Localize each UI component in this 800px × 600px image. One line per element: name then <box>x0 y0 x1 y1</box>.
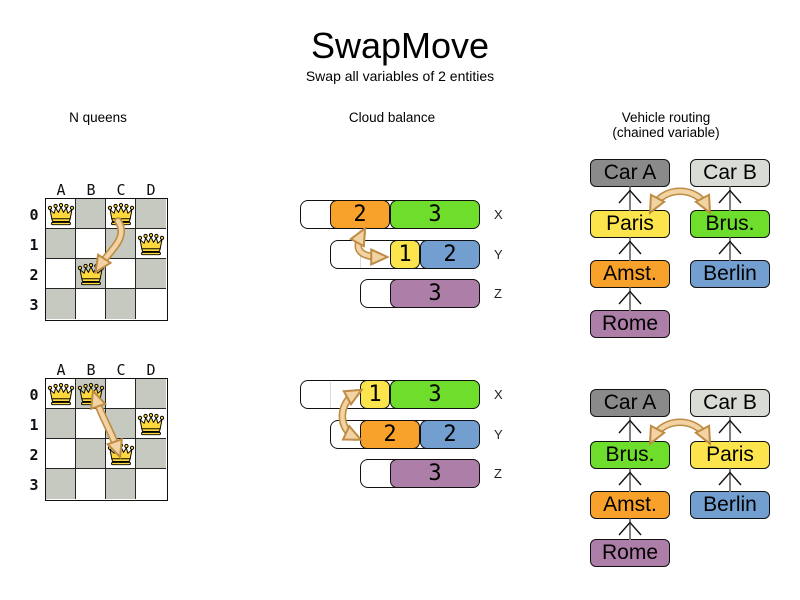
queen <box>77 380 105 408</box>
cloud-computer-label: Z <box>494 286 502 301</box>
cloud-computer-label: Y <box>494 247 503 262</box>
queen <box>47 380 75 408</box>
board-row-label: 2 <box>29 445 39 464</box>
board-cell <box>105 288 136 319</box>
vehicle-box-carb: Car B <box>690 389 770 417</box>
cloud-capacity-divider <box>360 241 361 268</box>
vehicle-box-paris: Paris <box>590 210 670 238</box>
page-title: SwapMove <box>310 25 490 66</box>
cloud-computer-label: Y <box>494 427 503 442</box>
board-cell <box>75 288 106 319</box>
board-row-label: 3 <box>29 295 39 314</box>
board-cell <box>45 228 76 259</box>
vehicle-box-amst: Amst. <box>590 260 670 288</box>
board-col-label: D <box>146 181 156 199</box>
board-cell <box>75 438 106 469</box>
cloud-computer-label: X <box>494 207 503 222</box>
queen <box>47 200 75 228</box>
board-row-label: 2 <box>29 265 39 284</box>
vehicle-box-brus: Brus. <box>590 441 670 469</box>
queen-icon <box>137 232 164 255</box>
board-col-label: A <box>56 361 66 379</box>
board-row-label: 0 <box>29 385 39 404</box>
board-cell <box>75 468 106 499</box>
board-col-label: B <box>86 361 96 379</box>
column-header-nqueens: N queens <box>69 110 127 125</box>
board-cell <box>75 408 106 439</box>
board-col-label: B <box>86 181 96 199</box>
vehicle-box-berlin: Berlin <box>690 491 770 519</box>
column-header-vehicle-line2: (chained variable) <box>612 125 720 140</box>
cloud-computer-label: Z <box>494 466 502 481</box>
cloud-process-block: 3 <box>390 279 480 308</box>
vehicle-box-cara: Car A <box>590 389 670 417</box>
queen <box>107 200 135 228</box>
queen-icon <box>77 382 104 405</box>
queen <box>137 230 165 258</box>
queen-icon <box>107 442 134 465</box>
queen-icon <box>47 202 74 225</box>
board-cell <box>45 288 76 319</box>
queen-icon <box>47 382 74 405</box>
vehicle-box-rome: Rome <box>590 310 670 338</box>
queen-icon <box>107 202 134 225</box>
board-cell <box>45 438 76 469</box>
board-cell <box>45 408 76 439</box>
cloud-process-block: 3 <box>390 459 480 488</box>
nqueens-board-after <box>44 377 168 501</box>
vehicle-box-rome: Rome <box>590 539 670 567</box>
vehicle-box-paris: Paris <box>690 441 770 469</box>
board-cell <box>135 288 166 319</box>
cloud-process-block: 3 <box>390 200 480 229</box>
vehicle-box-berlin: Berlin <box>690 260 770 288</box>
board-row-label: 0 <box>29 205 39 224</box>
cloud-computer-label: X <box>494 387 503 402</box>
board-col-label: A <box>56 181 66 199</box>
board-cell <box>45 468 76 499</box>
cloud-process-block: 2 <box>330 200 390 229</box>
column-header-vehicle-line1: Vehicle routing <box>621 110 711 125</box>
nqueens-board-before <box>44 197 168 321</box>
queen-icon <box>77 262 104 285</box>
board-row-label: 1 <box>29 415 39 434</box>
queen <box>77 260 105 288</box>
board-cell <box>135 258 166 289</box>
board-cell <box>105 258 136 289</box>
board-cell <box>135 468 166 499</box>
cloud-process-block: 1 <box>360 380 390 409</box>
queen <box>137 410 165 438</box>
vehicle-box-cara: Car A <box>590 159 670 187</box>
vehicle-box-carb: Car B <box>690 159 770 187</box>
column-header-cloud: Cloud balance <box>348 110 436 125</box>
board-cell <box>105 378 136 409</box>
board-col-label: C <box>116 181 126 199</box>
board-cell <box>45 258 76 289</box>
board-cell <box>135 438 166 469</box>
queen <box>107 440 135 468</box>
board-col-label: D <box>146 361 156 379</box>
cloud-process-block: 2 <box>420 240 480 269</box>
vehicle-box-amst: Amst. <box>590 491 670 519</box>
board-cell <box>105 228 136 259</box>
board-cell <box>105 468 136 499</box>
cloud-process-block: 3 <box>390 380 480 409</box>
board-cell <box>75 198 106 229</box>
cloud-process-block: 2 <box>360 420 420 449</box>
board-row-label: 1 <box>29 235 39 254</box>
queen-icon <box>137 412 164 435</box>
board-cell <box>135 198 166 229</box>
board-row-label: 3 <box>29 475 39 494</box>
cloud-process-block: 1 <box>390 240 420 269</box>
cloud-process-block: 2 <box>420 420 480 449</box>
board-cell <box>75 228 106 259</box>
board-cell <box>105 408 136 439</box>
cloud-capacity-divider <box>330 381 331 408</box>
vehicle-box-brus: Brus. <box>690 210 770 238</box>
board-cell <box>135 378 166 409</box>
page-subtitle: Swap all variables of 2 entities <box>305 68 495 84</box>
board-col-label: C <box>116 361 126 379</box>
